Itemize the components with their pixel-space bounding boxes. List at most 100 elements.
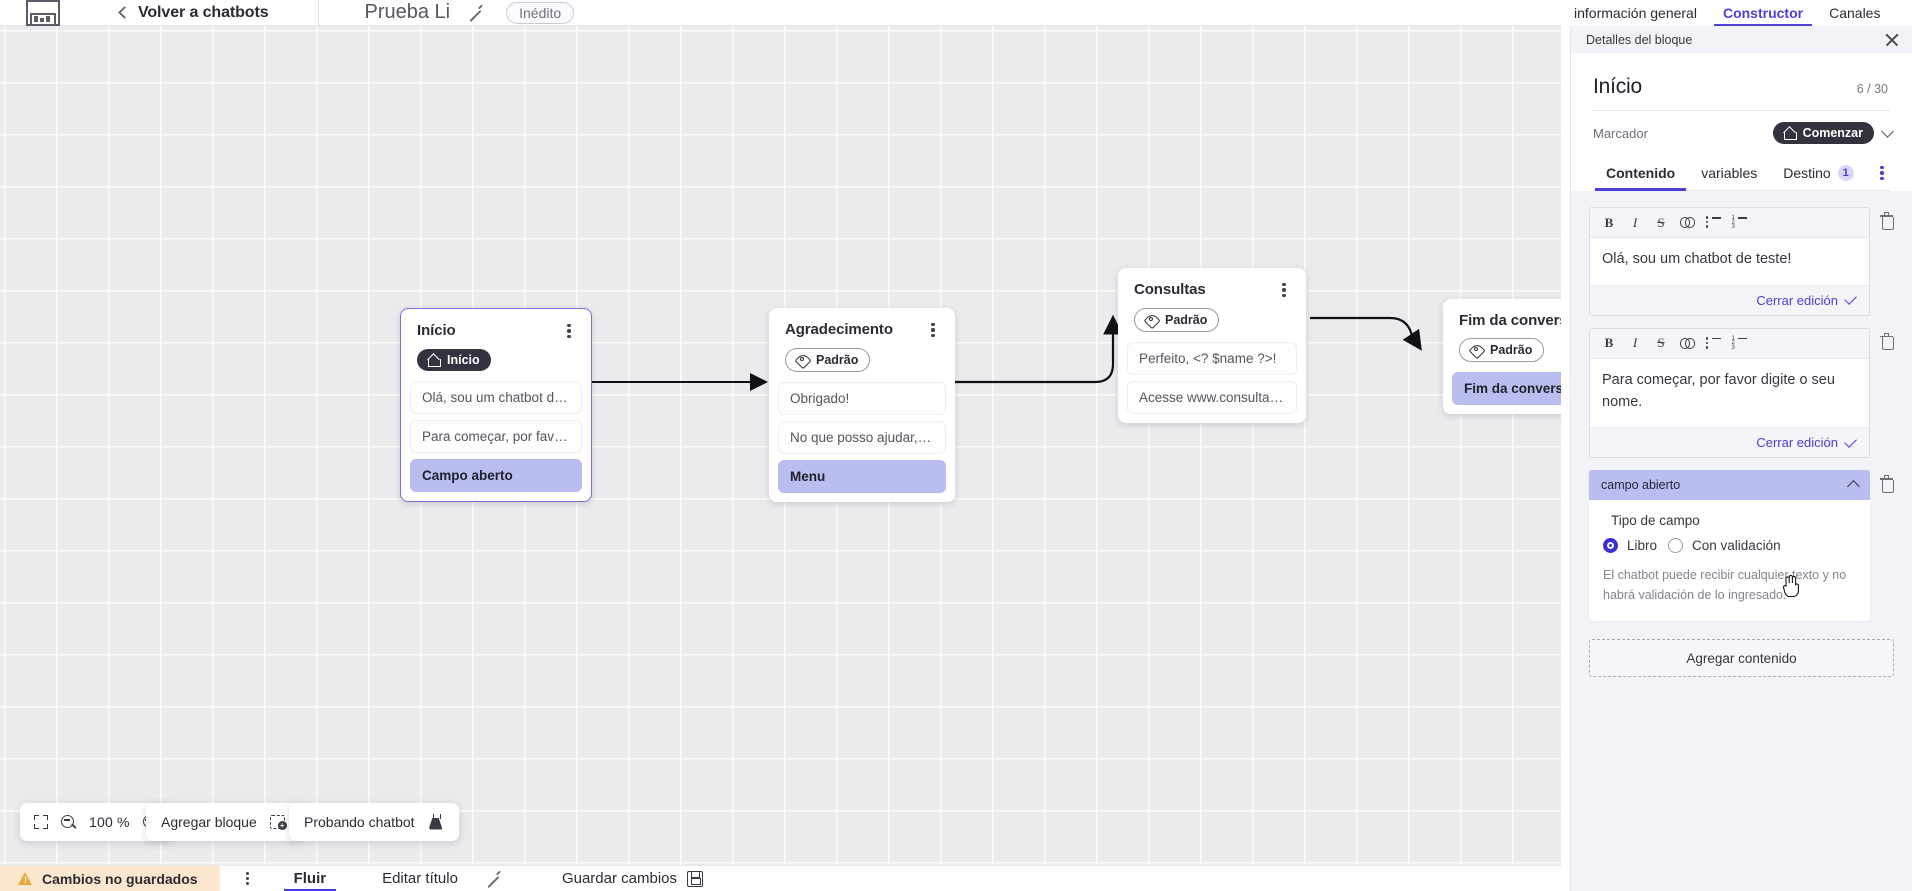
save-changes-label: Guardar cambios [561, 870, 678, 887]
node-row[interactable]: Fim da conversa [1452, 372, 1561, 405]
marker-row: Marcador Comenzar [1571, 111, 1912, 144]
strikethrough-icon[interactable]: S [1657, 214, 1665, 230]
tag-icon [1146, 314, 1159, 327]
open-field-card[interactable]: campo abierto Tipo de campo Libro [1589, 470, 1870, 621]
test-chatbot-button[interactable]: Probando chatbot [289, 803, 459, 841]
tab-constructor[interactable]: Constructor [1710, 0, 1816, 27]
close-edition-button[interactable]: Cerrar edición [1756, 434, 1857, 451]
tab-informacion-general[interactable]: información general [1561, 0, 1710, 26]
back-to-chatbots-link[interactable]: Volver a chatbots [118, 4, 269, 22]
node-row[interactable]: Para começar, por favor digite o ... [410, 420, 582, 453]
panel-header-title: Detalles del bloque [1586, 32, 1693, 47]
editor-text[interactable]: Olá, sou um chatbot de teste! [1590, 238, 1869, 285]
flow-node-fim-da-conversa[interactable]: Fim da conversa Padrão Fim da conversa [1443, 299, 1561, 414]
italic-icon[interactable]: I [1632, 335, 1638, 351]
pencil-icon [484, 870, 502, 888]
editor-footer: Cerrar edición [1590, 427, 1869, 458]
node-title: Início [417, 322, 456, 339]
radio-label: Libro [1627, 538, 1658, 554]
radio-dot [1603, 538, 1618, 554]
kebab-menu-icon[interactable] [561, 322, 577, 340]
tab-fluir[interactable]: Fluir [283, 866, 337, 891]
node-row[interactable]: No que posso ajudar, <? $name ... [778, 421, 946, 454]
node-rows: Olá, sou um chatbot de teste! Para começ… [401, 381, 591, 492]
close-icon[interactable] [1885, 33, 1899, 47]
kebab-menu-icon[interactable] [240, 870, 256, 888]
kebab-menu-icon[interactable] [925, 321, 941, 339]
fit-screen-icon[interactable] [34, 815, 48, 829]
chevron-down-icon[interactable] [1881, 124, 1894, 138]
node-row[interactable]: Menu [778, 460, 946, 493]
trash-icon[interactable] [1879, 212, 1894, 230]
bulleted-list-icon[interactable] [1700, 333, 1726, 354]
bold-icon[interactable]: B [1604, 335, 1614, 351]
editor-footer: Cerrar edición [1590, 284, 1869, 315]
link-icon[interactable] [1674, 212, 1700, 233]
add-content-button[interactable]: Agregar contenido [1589, 639, 1894, 677]
flow-canvas[interactable]: Início Início Olá, sou um chatbot de tes… [0, 26, 1561, 865]
tab-canales[interactable]: Canales [1816, 0, 1893, 26]
editor-text[interactable]: Para começar, por favor digite o seu nom… [1590, 358, 1869, 428]
node-rows: Obrigado! No que posso ajudar, <? $name … [769, 382, 955, 493]
bold-icon[interactable]: B [1604, 214, 1614, 230]
node-row[interactable]: Perfeito, <? $name ?>! [1127, 342, 1297, 375]
flow-node-consultas[interactable]: Consultas Padrão Perfeito, <? $name ?>! … [1118, 268, 1306, 423]
node-row[interactable]: Obrigado! [778, 382, 946, 415]
zoom-out-icon[interactable] [61, 814, 76, 830]
flow-node-agradecimento[interactable]: Agradecimento Padrão Obrigado! No que po… [769, 308, 955, 502]
add-block-button[interactable]: Agregar bloque + [146, 803, 302, 841]
bulleted-list-icon[interactable] [1700, 212, 1726, 233]
tab-destino[interactable]: Destino 1 [1770, 164, 1866, 190]
tab-label: Contenido [1606, 164, 1676, 181]
document-title: Prueba Li [364, 1, 451, 23]
edit-title-button[interactable]: Editar título [382, 870, 502, 888]
node-rows: Fim da conversa [1443, 372, 1561, 405]
pencil-icon[interactable] [466, 4, 484, 22]
add-block-label: Agregar bloque [161, 814, 257, 830]
home-icon [428, 354, 441, 367]
trash-icon[interactable] [1879, 475, 1894, 493]
open-field-header[interactable]: campo abierto [1589, 470, 1870, 501]
marker-value-group[interactable]: Comenzar [1772, 122, 1894, 144]
add-content-label: Agregar contenido [1686, 650, 1797, 666]
close-edition-button[interactable]: Cerrar edición [1756, 292, 1857, 308]
italic-icon[interactable]: I [1632, 214, 1638, 230]
tab-label: Destino [1783, 164, 1831, 181]
top-right-tabs: información general Constructor Canales [1561, 0, 1912, 27]
kebab-menu-icon[interactable] [1276, 281, 1292, 299]
add-block-icon: + [269, 814, 287, 830]
tab-contenido[interactable]: Contenido [1593, 164, 1688, 191]
node-header: Início [401, 309, 591, 340]
trash-icon[interactable] [1879, 332, 1894, 351]
flow-node-inicio[interactable]: Início Início Olá, sou um chatbot de tes… [400, 308, 592, 502]
radio-con-validacion[interactable]: Con validación [1668, 538, 1781, 554]
check-icon [1844, 292, 1857, 306]
chevron-up-icon[interactable] [1847, 480, 1860, 494]
field-type-radio-group[interactable]: Libro Con validación [1603, 538, 1856, 554]
close-edition-label: Cerrar edición [1756, 435, 1838, 451]
kebab-menu-icon[interactable] [1874, 164, 1890, 182]
link-icon[interactable] [1674, 333, 1700, 354]
node-row[interactable]: Campo aberto [410, 459, 582, 492]
save-icon [687, 870, 704, 887]
tab-variables[interactable]: variables [1688, 165, 1770, 190]
node-row[interactable]: Olá, sou um chatbot de teste! [410, 381, 582, 414]
marker-value: Comenzar [1802, 126, 1863, 140]
vtex-logo-icon [26, 0, 60, 26]
field-type-label: Tipo de campo [1611, 513, 1700, 529]
save-changes-button[interactable]: Guardar cambios [561, 870, 704, 887]
unsaved-changes-label: Cambios no guardados [42, 870, 198, 887]
strikethrough-icon[interactable]: S [1657, 335, 1665, 351]
test-chatbot-label: Probando chatbot [304, 814, 415, 830]
radio-libro[interactable]: Libro [1603, 538, 1658, 554]
node-row[interactable]: Acesse www.consultas.com par... [1127, 381, 1297, 414]
tab-label: Constructor [1722, 5, 1804, 21]
tab-fluir-label: Fluir [293, 870, 327, 887]
node-title: Consultas [1134, 281, 1206, 298]
